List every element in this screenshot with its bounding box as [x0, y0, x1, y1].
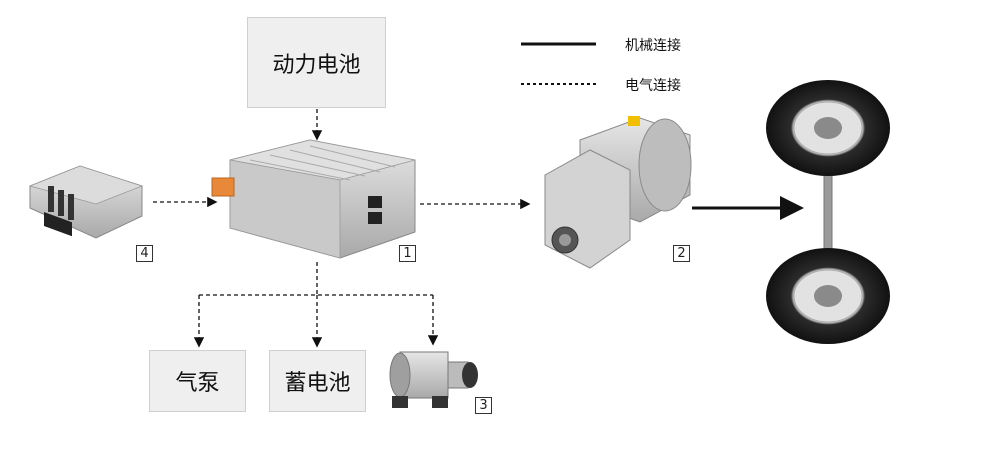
storage-battery-label: 蓄电池: [284, 371, 351, 396]
compressor-image: [389, 351, 478, 408]
upper-wheel: [766, 80, 890, 176]
legend-mechanical-label: 机械连接: [625, 38, 681, 54]
controller-image: [211, 139, 416, 259]
lower-wheel: [766, 248, 890, 344]
power-battery-box: 动力电池: [247, 17, 386, 108]
motor-image: [544, 116, 692, 269]
air-pump-box: 气泵: [149, 350, 246, 412]
tag-ecu: 4: [136, 245, 153, 262]
ecu-image: [28, 165, 144, 239]
air-pump-label: 气泵: [175, 371, 220, 396]
storage-battery-box: 蓄电池: [269, 350, 366, 412]
legend-electrical-label: 电气连接: [625, 78, 681, 94]
tag-compressor: 3: [475, 397, 492, 414]
power-battery-label: 动力电池: [272, 52, 361, 78]
axle-image: [766, 80, 890, 344]
tag-controller: 1: [399, 245, 416, 262]
tag-motor: 2: [673, 245, 690, 262]
